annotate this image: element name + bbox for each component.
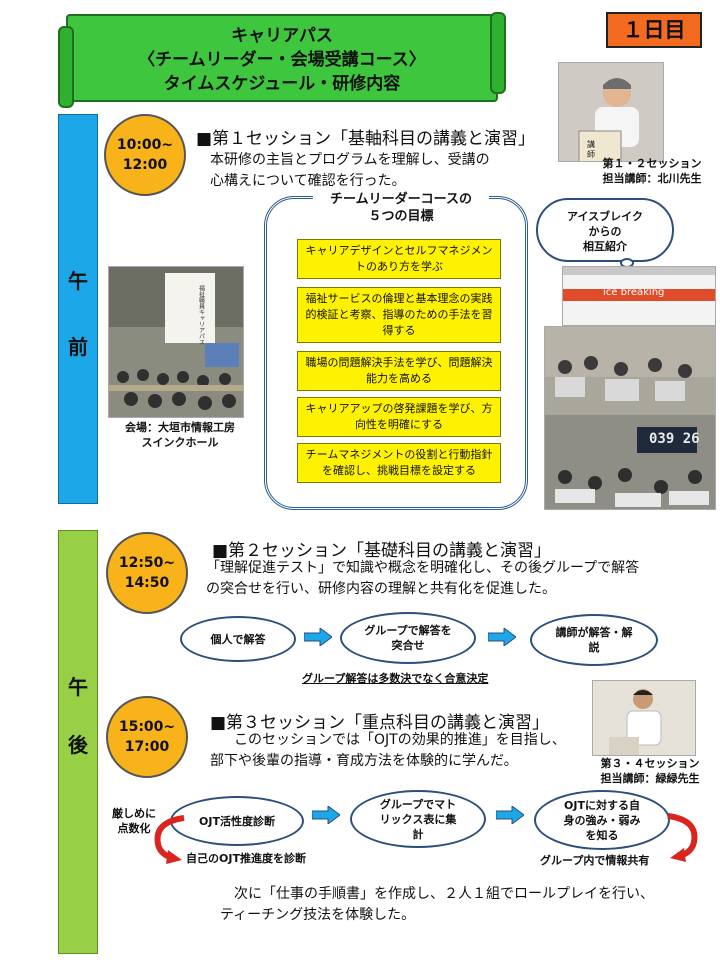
morning-label-1: 午 (68, 269, 88, 293)
closing-text: 次に「仕事の手順書」を作成し、２人１組でロールプレイを行い、 ティーチング技法を… (220, 884, 654, 926)
cloud-line1: アイスブレイク (567, 210, 643, 223)
venue-caption: 会場：大垣市情報工房 スインクホール (110, 420, 250, 450)
title-banner: キャリアパス 〈チームリーダー・会場受講コース〉 タイムスケジュール・研修内容 (58, 12, 506, 108)
ice-breaking-text: ice breaking (603, 287, 665, 298)
afternoon-label-1: 午 (68, 675, 88, 699)
flow-arrow-icon (488, 628, 516, 646)
flow2-step-3: 講師が解答・解説 (530, 614, 658, 666)
day-badge: １日目 (606, 12, 702, 48)
svg-text:師: 師 (587, 149, 595, 159)
flow-arrow-icon (312, 806, 340, 824)
lecturer-caption-2-line1: 第３・４セッション (600, 757, 700, 770)
flow3-step-2: グループでマトリックス表に集計 (350, 790, 486, 848)
session1-time: 10:00~ 12:00 (104, 114, 186, 196)
group-work-photo: 039 26 (544, 326, 716, 510)
closing-line2: ティーチング技法を体験した。 (220, 907, 416, 923)
flow2-step-2: グループで解答を突合せ (340, 612, 476, 664)
session3-body-line2: 部下や後輩の指導・育成方法を体験的に学んだ。 (210, 753, 518, 769)
session3-time: 15:00~ 17:00 (106, 696, 188, 778)
goals-title-line2: ５つの目標 (368, 209, 434, 224)
flow3-step-1: OJT活性度診断 (170, 796, 304, 846)
morning-label-2: 前 (68, 335, 88, 359)
session1-body-line1: 本研修の主旨とプログラムを理解し、受講の (210, 152, 490, 168)
session3-body-line1: このセッションでは「OJTの効果的推進」を目指し、 (234, 732, 566, 748)
lecturer-caption-1-line2: 担当講師：北川先生 (602, 172, 702, 185)
session3-body: このセッションでは「OJTの効果的推進」を目指し、 部下や後輩の指導・育成方法を… (210, 730, 566, 772)
session2-body-line2: の突合せを行い、研修内容の理解と共有化を促進した。 (206, 581, 556, 597)
session1-time-start: 10:00~ (116, 137, 174, 153)
goal-item: 職場の問題解決手法を学び、問題解決能力を高める (297, 351, 501, 391)
cloud-line3: 相互紹介 (583, 240, 627, 253)
lecturer-caption-2: 第３・４セッション 担当講師：緑緑先生 (580, 756, 720, 786)
goals-title-line1: チームリーダーコースの (330, 192, 472, 207)
session3-title: ■第３セッション「重点科目の講義と演習」 (210, 713, 550, 733)
ice-breaking-screen-photo: ice breaking (562, 266, 716, 326)
timer-display: 039 26 (649, 431, 700, 447)
lecturer-photo-2 (592, 680, 696, 756)
session2-title: ■第２セッション「基礎科目の講義と演習」 (212, 541, 552, 561)
morning-bar: 午 前 (58, 114, 98, 504)
lecturer-caption-2-line2: 担当講師：緑緑先生 (600, 772, 700, 785)
session2-time: 12:50~ 14:50 (106, 532, 188, 614)
session1-title: ■第１セッション「基軸科目の講義と演習」 (196, 129, 536, 149)
flow-arrow-icon (304, 628, 332, 646)
session2-note: グループ解答は多数決でなく合意決定 (302, 672, 489, 685)
goal-item: チームマネジメントの役割と行動指針を確認し、挑戦目標を設定する (297, 443, 501, 483)
flow3-step-3: OJTに対する自身の強み・弱みを知る (534, 790, 670, 850)
session3-bottom-right: グループ内で情報共有 (540, 854, 650, 867)
venue-caption-line2: スインクホール (141, 436, 219, 449)
svg-text:講: 講 (587, 139, 595, 149)
banner-line-2: 〈チームリーダー・会場受講コース〉 (138, 50, 426, 70)
goal-item: キャリアアップの啓発課題を学び、方向性を明確にする (297, 397, 501, 437)
banner-line-3: タイムスケジュール・研修内容 (163, 74, 401, 94)
session1-body-line2: 心構えについて確認を行った。 (210, 173, 406, 189)
curved-arrow-left-icon (154, 815, 185, 864)
session1-time-end: 12:00 (122, 157, 168, 173)
venue-caption-line1: 会場：大垣市情報工房 (125, 421, 235, 434)
banner-line-1: キャリアパス (231, 26, 333, 46)
curved-arrow-right-icon (667, 813, 698, 862)
left-note-line1: 厳しめに (112, 807, 156, 820)
afternoon-bar: 午 後 (58, 530, 98, 954)
afternoon-label-2: 後 (68, 733, 88, 757)
session3-bottom-left: 自己のOJT推進度を診断 (186, 852, 306, 865)
lecturer-caption-1: 第１・２セッション 担当講師：北川先生 (592, 156, 712, 186)
venue-photo: 福祉職員キャリアパス (108, 266, 244, 418)
cloud-line2: からの (588, 225, 622, 238)
session3-time-end: 17:00 (124, 739, 170, 755)
icebreak-cloud: アイスブレイク からの 相互紹介 (536, 198, 674, 262)
session2-time-end: 14:50 (124, 575, 170, 591)
lecturer-caption-1-line1: 第１・２セッション (602, 157, 702, 170)
session3-time-start: 15:00~ (118, 719, 176, 735)
session2-time-start: 12:50~ (118, 555, 176, 571)
goal-item: キャリアデザインとセルフマネジメントのあり方を学ぶ (297, 239, 501, 279)
flow2-step-1: 個人で解答 (180, 616, 296, 662)
goals-title: チームリーダーコースの ５つの目標 (313, 191, 489, 225)
lecturer-photo-1: 講 師 (558, 62, 664, 162)
session1-body: 本研修の主旨とプログラムを理解し、受講の 心構えについて確認を行った。 (210, 150, 490, 192)
flow-arrow-icon (496, 806, 524, 824)
left-note-line2: 点数化 (117, 822, 151, 835)
session2-body: 「理解促進テスト」で知識や概念を明確化し、その後グループで解答 の突合せを行い、… (206, 558, 639, 600)
svg-text:福祉職員キャリアパス: 福祉職員キャリアパス (198, 284, 205, 345)
session2-body-line1: 「理解促進テスト」で知識や概念を明確化し、その後グループで解答 (206, 560, 640, 576)
session3-left-note: 厳しめに 点数化 (112, 806, 156, 836)
goal-item: 福祉サービスの倫理と基本理念の実践的検証と考察、指導のための手法を習得する (297, 287, 501, 343)
goals-box: チームリーダーコースの ５つの目標 キャリアデザインとセルフマネジメントのあり方… (264, 191, 528, 510)
closing-line1: 次に「仕事の手順書」を作成し、２人１組でロールプレイを行い、 (234, 886, 654, 902)
